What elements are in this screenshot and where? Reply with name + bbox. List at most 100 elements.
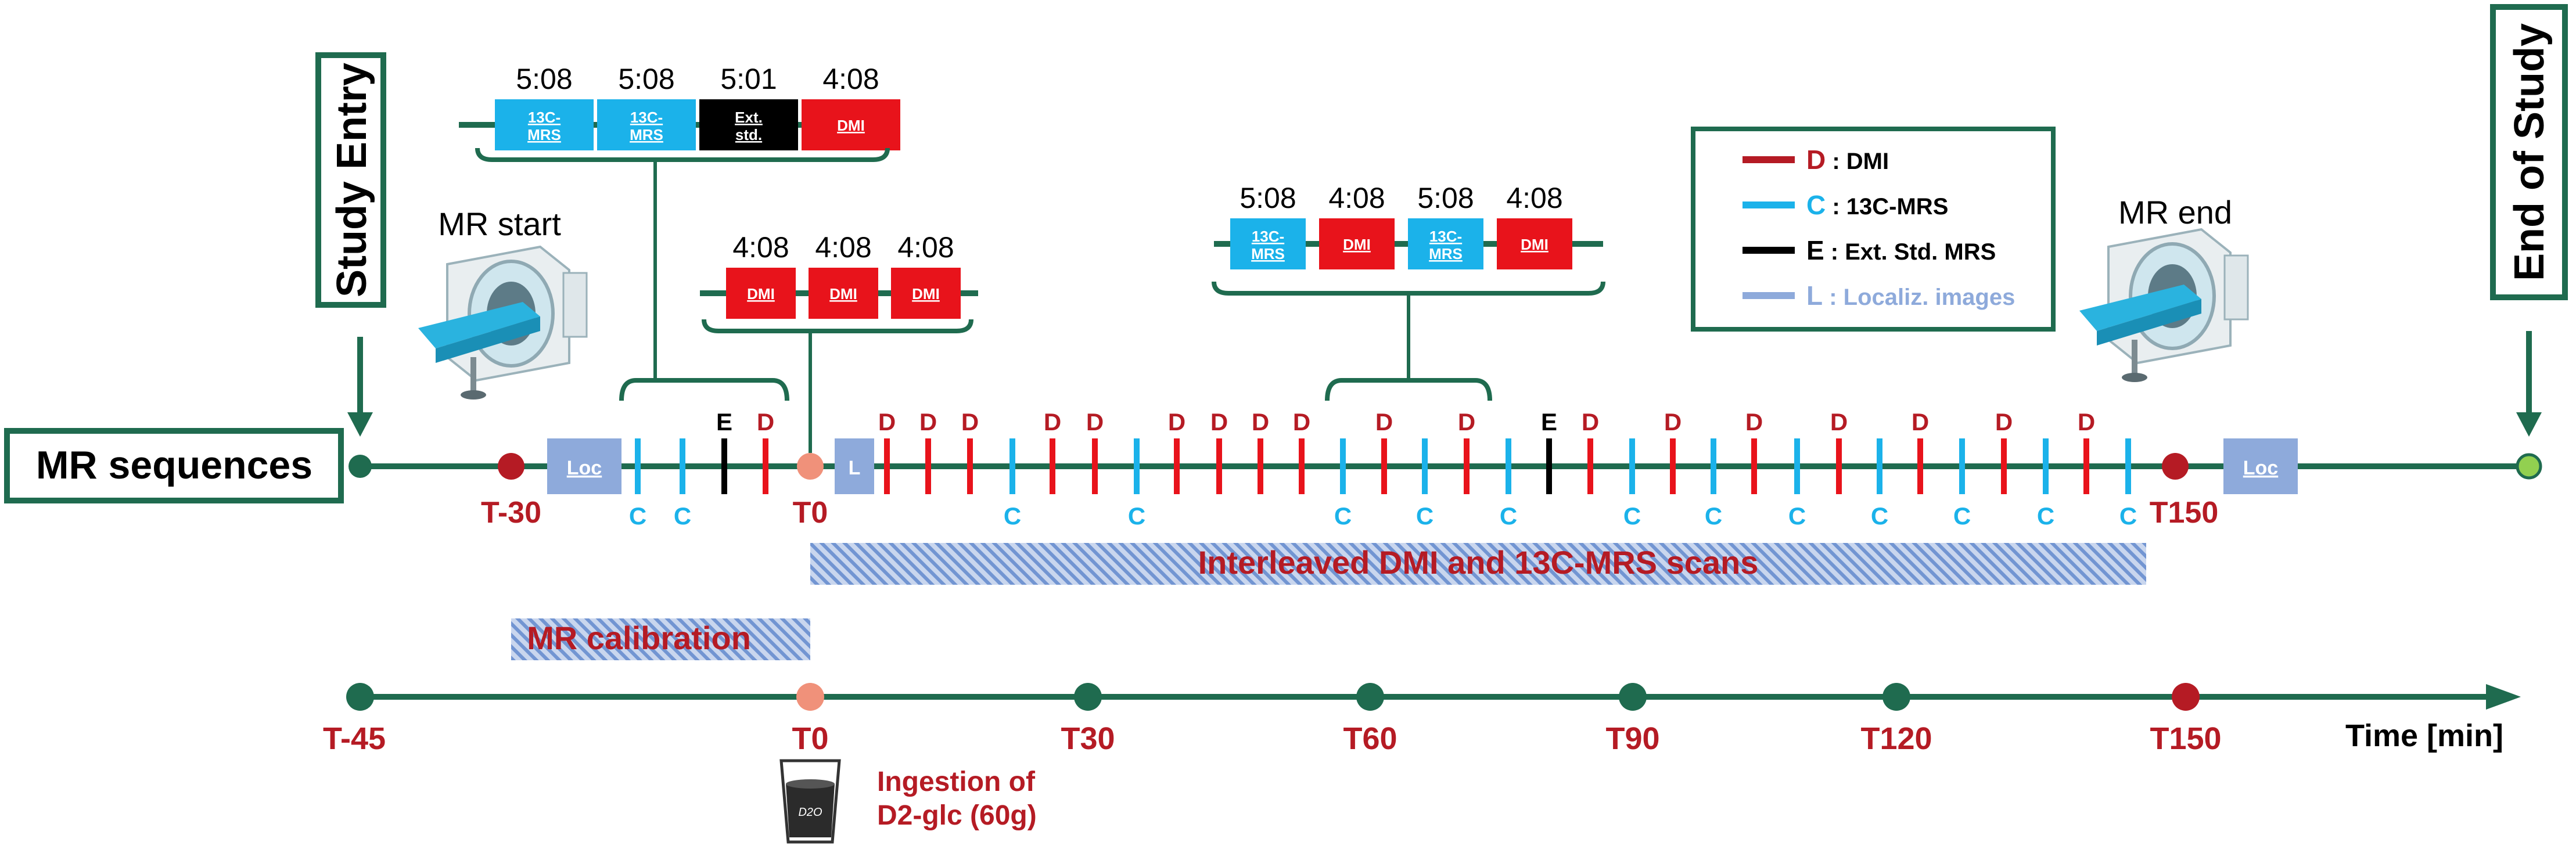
legend-entry-2: E : Ext. Std. MRS [1806, 235, 1996, 265]
seq-tick-label-14: D [1293, 408, 1310, 436]
calibration-block-time-3: 4:08 [822, 63, 879, 95]
time-tick-label-T0: T0 [792, 721, 828, 756]
seq-tick-label-8: D [1044, 408, 1061, 436]
time-tick-label-T60: T60 [1343, 721, 1397, 756]
seq-tick-label-23: D [1664, 408, 1682, 436]
loc-box-start [547, 438, 621, 494]
mri-scanner-end-icon [2079, 228, 2249, 382]
time-dot-T150 [2172, 683, 2200, 711]
calibration-block-box-3 [802, 99, 900, 150]
seq-tick-label-2: E [716, 408, 732, 436]
seq-tick-label-34: C [2119, 502, 2137, 530]
t0-seq-label: T0 [793, 496, 828, 530]
calibration-lower-brace [619, 378, 789, 401]
seq-tick-label-16: D [1375, 408, 1393, 436]
time-tick-label-T120: T120 [1860, 721, 1932, 756]
calibration-block: 5:0813C-MRS5:0813C-MRS5:01Ext.std.4:08DM… [459, 63, 900, 401]
interleaved-block-label-0: 13C-MRS [1251, 228, 1285, 262]
seq-tick-label-33: D [2078, 408, 2095, 436]
end-of-study-label: End of Study [2506, 23, 2553, 281]
baseline-block-box-0 [726, 268, 796, 319]
seq-tick-label-0: C [629, 502, 646, 530]
study-entry-label: Study Entry [329, 63, 375, 297]
seq-tick-label-13: D [1252, 408, 1269, 436]
t-minus-30-label: T-30 [481, 496, 541, 530]
t-minus-30-dot [498, 453, 524, 480]
interleaved-lower-brace [1325, 378, 1492, 401]
calibration-block-label-1: 13C-MRS [630, 109, 663, 143]
calibration-block-label-2: Ext.std. [735, 109, 763, 143]
seq-tick-label-22: C [1623, 502, 1641, 530]
seq-tick-label-10: C [1128, 502, 1145, 530]
interleaved-block-label-1: DMI [1343, 236, 1371, 253]
mr-sequences-label: MR sequences [36, 443, 312, 487]
interleaved-hatch-band [810, 543, 2146, 585]
legend-entry-0: D : DMI [1806, 145, 1889, 175]
calibration-block-box-0 [495, 99, 594, 150]
interleaved-block-box-3 [1497, 218, 1572, 269]
calibration-block-time-1: 5:08 [618, 63, 674, 95]
interleaved-block-time-0: 5:08 [1240, 182, 1296, 214]
time-dot-T0 [796, 683, 824, 711]
time-dot-T60 [1356, 683, 1384, 711]
interleaved-block-box-1 [1319, 218, 1395, 269]
mr-calibration-label: MR calibration [527, 620, 751, 656]
baseline-block-label-2: DMI [912, 285, 940, 303]
l-box-label: L [849, 457, 861, 479]
baseline-block-label-1: DMI [829, 285, 857, 303]
seq-tick-label-9: D [1086, 408, 1104, 436]
calibration-block-label-3: DMI [837, 117, 865, 134]
time-axis-label: Time [min] [2345, 718, 2503, 753]
d2o-cup-icon: D2O [779, 759, 841, 844]
seq-tick-label-7: C [1004, 502, 1021, 530]
t150-seq-label: T150 [2150, 496, 2219, 530]
study-entry-dot [349, 455, 372, 478]
study-entry-box: Study Entry [315, 52, 386, 308]
legend-entry-1: C : 13C-MRS [1806, 190, 1948, 220]
time-tick-label-T-45: T-45 [323, 721, 386, 756]
seq-tick-label-5: D [919, 408, 937, 436]
seq-tick-label-17: C [1416, 502, 1433, 530]
seq-tick-label-3: D [757, 408, 774, 436]
seq-tick-label-11: D [1168, 408, 1185, 436]
cup-label: D2O [798, 806, 822, 819]
interleaved-block-time-3: 4:08 [1506, 182, 1562, 214]
interleaved-block-time-1: 4:08 [1328, 182, 1385, 214]
time-tick-label-T90: T90 [1605, 721, 1659, 756]
interleaved-block-box-2 [1408, 218, 1483, 269]
detail-blocks-layer: 5:0813C-MRS5:0813C-MRS5:01Ext.std.4:08DM… [459, 63, 1605, 453]
l-box [835, 438, 874, 494]
time-dot-T30 [1074, 683, 1102, 711]
calibration-block-time-0: 5:08 [516, 63, 572, 95]
seq-tick-label-32: C [2037, 502, 2054, 530]
t0-seq-dot [797, 453, 824, 480]
mri-scanner-start-icon [418, 245, 588, 400]
ingestion-line-2: D2-glc (60g) [877, 800, 1037, 831]
interleaved-label: Interleaved DMI and 13C-MRS scans [1198, 544, 1759, 581]
seq-tick-label-6: D [961, 408, 979, 436]
seq-tick-label-18: D [1458, 408, 1475, 436]
seq-tick-label-21: D [1582, 408, 1599, 436]
mr-start-label: MR start [438, 206, 561, 242]
calibration-block-label-0: 13C-MRS [527, 109, 561, 143]
time-dot-T120 [1882, 683, 1910, 711]
seq-tick-label-24: C [1705, 502, 1722, 530]
baseline-block-box-1 [809, 268, 878, 319]
seq-tick-label-28: C [1871, 502, 1888, 530]
baseline-block-time-0: 4:08 [732, 231, 789, 264]
mr-sequences-box: MR sequences [4, 428, 344, 503]
seq-tick-label-4: D [878, 408, 896, 436]
interleaved-block-label-2: 13C-MRS [1429, 228, 1463, 262]
interleaved-block-box-0 [1230, 218, 1306, 269]
t150-seq-dot [2162, 453, 2189, 480]
seq-tick-label-26: C [1788, 502, 1806, 530]
interleaved-block-label-3: DMI [1521, 236, 1549, 253]
baseline-block-label-0: DMI [747, 285, 775, 303]
seq-tick-label-15: C [1334, 502, 1352, 530]
